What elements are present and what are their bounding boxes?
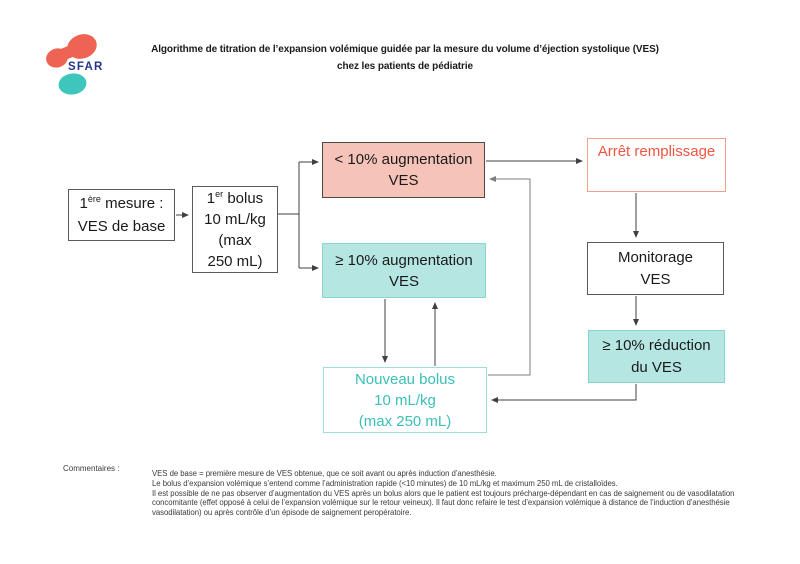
first-bolus-line2: 10 mL/kg — [204, 210, 266, 228]
comment-line: concomitante (effet opposé à celui de l’… — [152, 498, 730, 508]
first-bolus-line4: 250 mL) — [207, 252, 263, 270]
nouveau-line2: 10 mL/kg — [374, 391, 436, 409]
page-title: Algorithme de titration de l’expansion v… — [105, 41, 705, 75]
ge10-line2: VES — [388, 272, 419, 290]
flow-box-ge10-reduction: ≥ 10% réduction du VES — [588, 330, 725, 383]
page-title-line2: chez les patients de pédiatrie — [337, 61, 473, 72]
superscript: er — [215, 188, 224, 199]
sfar-logo: SFAR — [46, 34, 103, 95]
superscript: ère — [87, 194, 101, 204]
first-measure-line2: VES de base — [77, 218, 166, 235]
lt10-line2: VES — [388, 172, 419, 189]
flow-box-first-bolus: 1er bolus 10 mL/kg (max 250 mL) — [192, 186, 278, 273]
arrow-nouveau-loop-to-lt10 — [488, 176, 531, 376]
reduction-line1: ≥ 10% réduction — [602, 336, 711, 354]
arrow-reduction-to-nouveau — [491, 384, 637, 403]
comments-block: VES de base = première mesure de VES obt… — [152, 469, 735, 518]
monitorage-line2: VES — [640, 270, 671, 288]
flow-box-lt10-augmentation: < 10% augmentation VES — [322, 142, 485, 198]
comment-line: vasodilatation) ou après contrôle d’un é… — [152, 508, 412, 518]
ge10-line1: ≥ 10% augmentation — [335, 251, 473, 269]
flow-box-first-measure: 1ère mesure : VES de base — [68, 189, 175, 241]
sfar-logo-text: SFAR — [68, 61, 103, 73]
branch-stem — [278, 162, 300, 268]
first-measure-line1: 1ère mesure : — [79, 194, 164, 213]
flow-box-monitorage: Monitorage VES — [587, 242, 724, 295]
flow-box-nouveau-bolus: Nouveau bolus 10 mL/kg (max 250 mL) — [323, 367, 487, 433]
nouveau-line1: Nouveau bolus — [354, 370, 456, 388]
reduction-line2: du VES — [631, 358, 682, 376]
comments-label: Commentaires : — [63, 464, 120, 473]
nouveau-line3: (max 250 mL) — [358, 412, 452, 430]
comment-line: Il est possible de ne pas observer d’aug… — [152, 488, 735, 498]
arret-line1: Arrêt remplissage — [597, 143, 716, 160]
sfar-logo-coral-shape — [46, 34, 97, 68]
flow-box-ge10-augmentation: ≥ 10% augmentation VES — [322, 243, 486, 298]
page-title-line1: Algorithme de titration de l’expansion v… — [151, 44, 659, 55]
comment-line: Le bolus d’expansion volémique s’entend … — [152, 478, 618, 488]
monitorage-line1: Monitorage — [617, 248, 694, 266]
first-bolus-line1: 1er bolus — [206, 188, 264, 207]
lt10-line1: < 10% augmentation — [334, 151, 473, 168]
first-bolus-line3: (max — [218, 231, 252, 249]
comment-line: VES de base = première mesure de VES obt… — [152, 469, 497, 478]
flow-box-arret-remplissage: Arrêt remplissage — [587, 138, 726, 192]
sfar-logo-teal-shape — [58, 73, 87, 95]
